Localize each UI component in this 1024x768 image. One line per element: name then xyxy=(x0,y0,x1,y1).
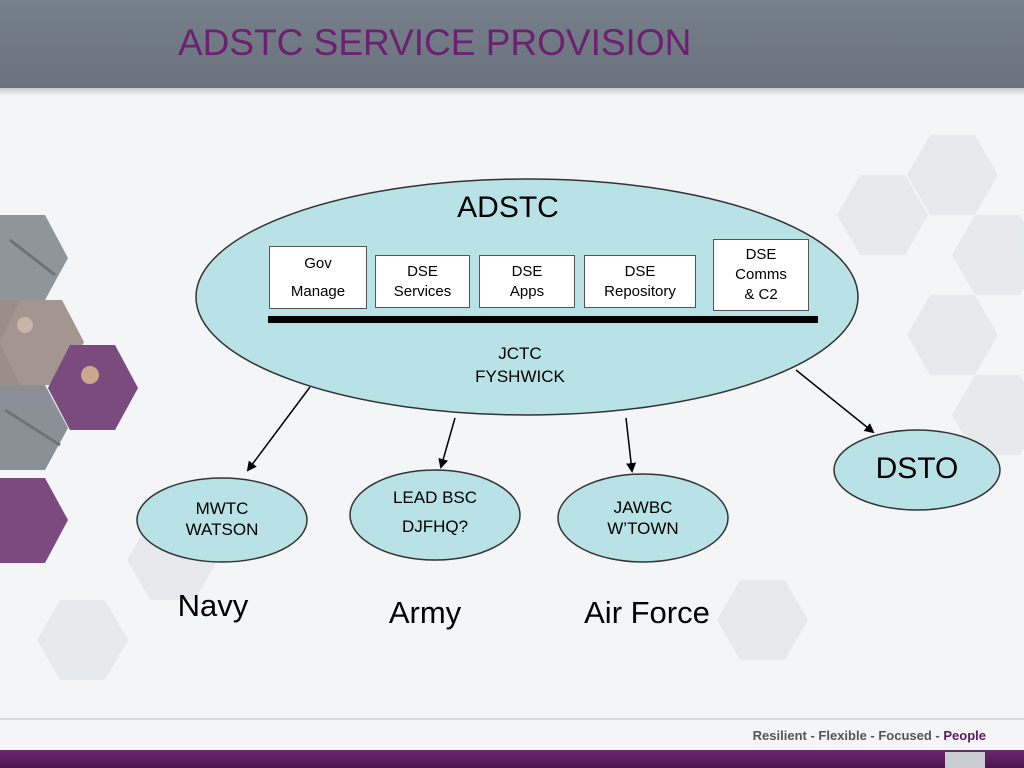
photo-tiles xyxy=(0,215,138,563)
service-box-line: Comms xyxy=(735,266,787,283)
node-label-dsto: DSTO xyxy=(875,452,959,485)
service-box-gov-manage: Gov Manage xyxy=(269,246,367,309)
footer-tagline: Resilient - Flexible - Focused - People xyxy=(753,728,986,743)
node-label-mwtc: MWTC WATSON xyxy=(152,498,292,540)
node-ellipse-airforce xyxy=(557,473,729,563)
arrow-to-navy xyxy=(246,386,311,472)
node-label-jawbc: JAWBC W’TOWN xyxy=(573,497,713,539)
footer-divider xyxy=(0,718,1024,720)
service-box-line: DSE xyxy=(745,246,777,263)
service-box-dse-apps: DSE Apps xyxy=(479,255,575,308)
node-ellipse-navy xyxy=(136,477,308,563)
service-box-line: Services xyxy=(393,282,452,300)
service-box-dse-repository: DSE Repository xyxy=(584,255,696,308)
node-label-line: MWTC xyxy=(195,499,249,518)
tagline-main: Resilient - Flexible - Focused - xyxy=(752,728,944,743)
service-box-dse-services: DSE Services xyxy=(375,255,470,308)
service-box-line: Manage xyxy=(290,282,346,300)
node-label-line: DJFHQ? xyxy=(401,517,469,536)
service-box-line: Gov xyxy=(304,254,332,272)
arrow-to-army xyxy=(438,417,456,469)
footer-bar xyxy=(0,750,1024,768)
node-label-line: WATSON xyxy=(185,520,259,539)
service-box-dse-comms-c2: DSE Comms & C2 xyxy=(713,239,809,311)
header-bar xyxy=(0,0,1024,88)
hub-location: JCTC FYSHWICK xyxy=(450,342,590,388)
page-title: ADSTC SERVICE PROVISION xyxy=(178,22,692,63)
header-shadow xyxy=(0,88,1024,96)
service-box-line: DSE xyxy=(624,262,656,280)
tagline-last: People xyxy=(943,728,986,743)
service-box-line: DSE xyxy=(511,262,543,280)
footer-tab xyxy=(945,752,985,768)
branch-label-airforce: Air Force xyxy=(584,595,710,630)
node-ellipse-dsto xyxy=(833,429,1001,511)
hub-location-line: FYSHWICK xyxy=(475,367,565,386)
hub-divider-bar xyxy=(268,316,818,323)
node-label-line: LEAD BSC xyxy=(392,488,478,507)
service-box-line: DSE xyxy=(407,262,438,280)
node-label-line: W’TOWN xyxy=(607,519,679,538)
arrow-to-dsto xyxy=(795,369,875,434)
branch-label-navy: Navy xyxy=(177,588,249,623)
node-label-line: JAWBC xyxy=(613,498,673,517)
hub-label: ADSTC xyxy=(457,191,559,224)
hexagon-background xyxy=(0,135,1024,680)
branch-label-army: Army xyxy=(388,595,462,630)
arrow-to-airforce xyxy=(625,417,637,473)
node-label-lead-bsc: LEAD BSC DJFHQ? xyxy=(365,487,505,537)
hub-location-line: JCTC xyxy=(498,344,542,363)
service-box-line: Apps xyxy=(509,282,545,300)
service-box-line: Repository xyxy=(604,282,676,300)
node-ellipse-army xyxy=(349,469,521,561)
service-box-line: & C2 xyxy=(744,286,778,303)
